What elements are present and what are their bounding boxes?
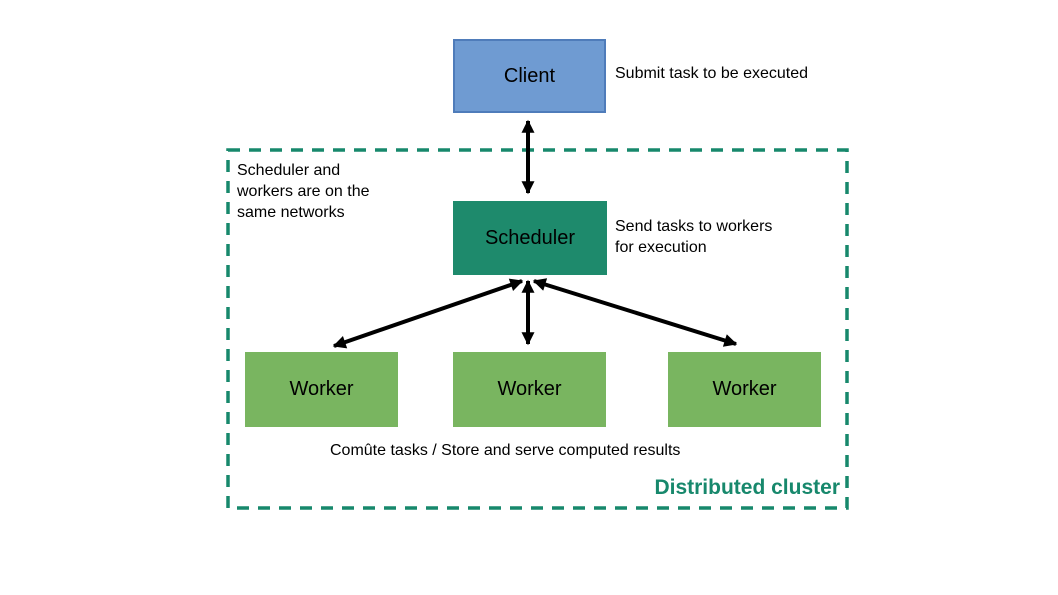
cluster-boundary <box>226 148 849 510</box>
worker-node-2: Worker <box>453 352 606 427</box>
arrow-scheduler-worker-1 <box>332 278 524 349</box>
network-annotation: Scheduler and workers are on the same ne… <box>237 162 370 221</box>
worker-node-3: Worker <box>668 352 821 427</box>
worker-node-label: Worker <box>712 378 777 400</box>
scheduler-node: Scheduler <box>453 201 607 275</box>
worker-annotation: Comûte tasks / Store and serve computed … <box>330 442 681 459</box>
cluster-label: Distributed cluster <box>654 476 840 499</box>
client-node-label: Client <box>503 64 556 87</box>
client-node: Client <box>453 39 606 113</box>
worker-node-label: Worker <box>289 378 354 400</box>
scheduler-node-label: Scheduler <box>484 226 576 249</box>
worker-node-label: Worker <box>497 378 562 400</box>
scheduler-annotation: Send tasks to workers for execution <box>615 218 773 256</box>
worker-node-1: Worker <box>245 352 398 427</box>
arrow-scheduler-worker-3 <box>532 278 738 347</box>
client-annotation: Submit task to be executed <box>615 65 808 82</box>
